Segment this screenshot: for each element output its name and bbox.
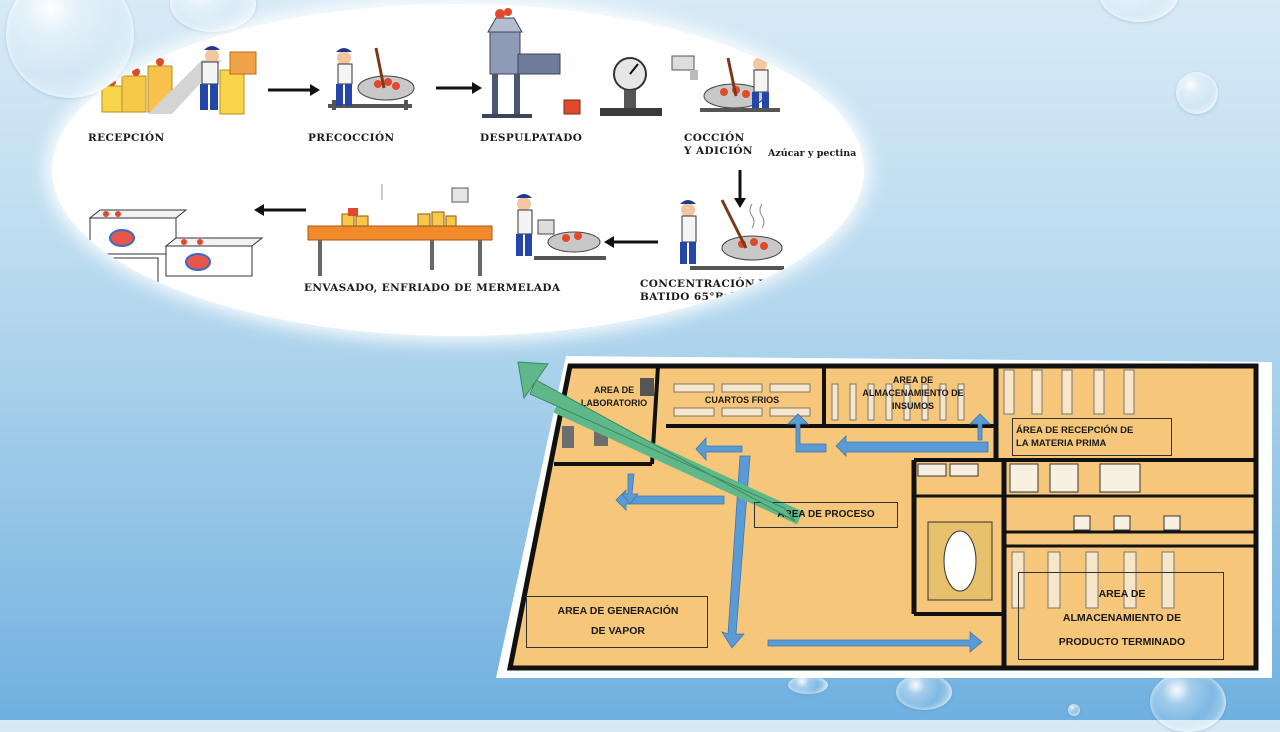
finished-product-area-box xyxy=(1018,572,1224,660)
process-illustrations xyxy=(88,8,784,289)
bubble-decoration xyxy=(1150,672,1226,732)
packaging-worker-icon xyxy=(516,194,606,260)
room-label-steam: AREA DE GENERACIÓN DE VAPOR xyxy=(557,605,679,637)
room-label-supplies: AREA DE ALMACENAMIENTO DE INSUMOS xyxy=(862,375,964,411)
process-flow-diagram: RECEPCIÓN PRECOCCIÓN DESPULPATADO COCCIÓ… xyxy=(52,4,864,336)
step-label-concentration: CONCENTRACIÓN Y BATIDO 65°Brix xyxy=(640,278,767,303)
plant-floor-plan: AREA DE LABORATORIO CUARTOS FRIOS AREA D… xyxy=(496,356,1272,678)
step-label-reception: RECEPCIÓN xyxy=(88,132,165,144)
product-boxes-icon xyxy=(88,209,264,289)
reception-illustration-icon xyxy=(101,46,257,115)
step-label-cooking: COCCIÓN Y ADICIÓN xyxy=(684,132,753,157)
room-label-lab: AREA DE LABORATORIO xyxy=(580,385,648,408)
bubble-decoration xyxy=(1176,72,1218,114)
step-label-packaging: ENVASADO, ENFRIADO DE MERMELADA xyxy=(304,282,561,294)
bubble-decoration xyxy=(788,676,828,694)
step-label-pulping: DESPULPATADO xyxy=(480,132,583,144)
precooking-illustration-icon xyxy=(328,47,415,110)
room-label-reception: ÁREA DE RECEPCIÓN DE LA MATERIA PRIMA xyxy=(1016,425,1134,449)
packaging-table-icon xyxy=(307,184,493,276)
concentration-illustration-icon xyxy=(680,199,784,270)
bubble-decoration xyxy=(170,0,256,32)
room-label-finished: AREA DE ALMACENAMIENTO DE PRODUCTO TERMI… xyxy=(1058,588,1186,648)
bubble-decoration xyxy=(896,674,952,710)
pulper-machine-icon xyxy=(482,8,581,118)
steam-area-box xyxy=(526,596,708,648)
bubble-decoration xyxy=(1068,704,1080,716)
room-label-process: AREA DE PROCESO xyxy=(777,509,875,520)
scale-gauge-icon xyxy=(600,57,662,116)
reception-area-box xyxy=(1012,418,1172,456)
step-label-precooking: PRECOCCIÓN xyxy=(308,132,395,144)
sugar-pectin-label: Azúcar y pectina xyxy=(768,148,857,159)
cooking-illustration-icon xyxy=(671,55,780,112)
room-label-cold-rooms: CUARTOS FRIOS xyxy=(704,395,780,405)
bubble-decoration xyxy=(1098,0,1180,22)
